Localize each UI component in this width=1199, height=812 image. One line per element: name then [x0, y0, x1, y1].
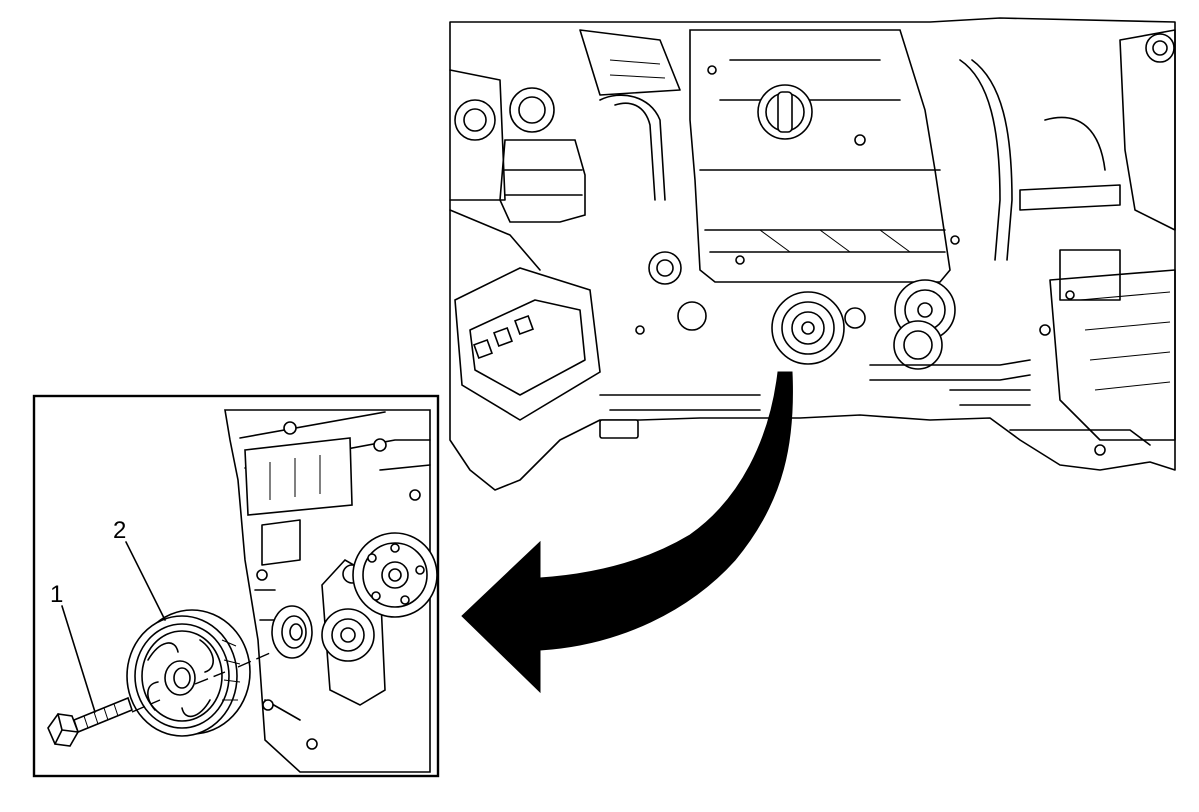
- bay-accessory-pulleys: [648, 251, 956, 370]
- callout-label-2: 2: [113, 517, 126, 544]
- detail-inset: 1 2: [32, 394, 440, 778]
- bay-hoses: [599, 59, 1151, 446]
- callout-label-1: 1: [50, 581, 63, 608]
- water-pump-pulley: [352, 532, 438, 618]
- engine-cover: [689, 29, 951, 283]
- crankshaft-snout: [271, 605, 313, 659]
- oil-filler-cap: [757, 84, 813, 140]
- bay-left-structure: [449, 29, 681, 271]
- bay-bolts: [635, 65, 1106, 456]
- fuse-box: [454, 267, 601, 421]
- coolant-reservoir: [499, 87, 586, 223]
- engine-bay-overview: [449, 17, 1176, 491]
- alignment-centerline: [131, 652, 271, 713]
- crankshaft-balancer: [126, 609, 251, 737]
- belt-tensioner: [321, 558, 386, 706]
- balancer-bolt: [47, 696, 133, 747]
- bay-right-structure: [1049, 29, 1176, 441]
- callout-2: 2: [113, 517, 166, 621]
- callout-1: 1: [50, 581, 96, 713]
- view-direction-arrow: [461, 371, 793, 694]
